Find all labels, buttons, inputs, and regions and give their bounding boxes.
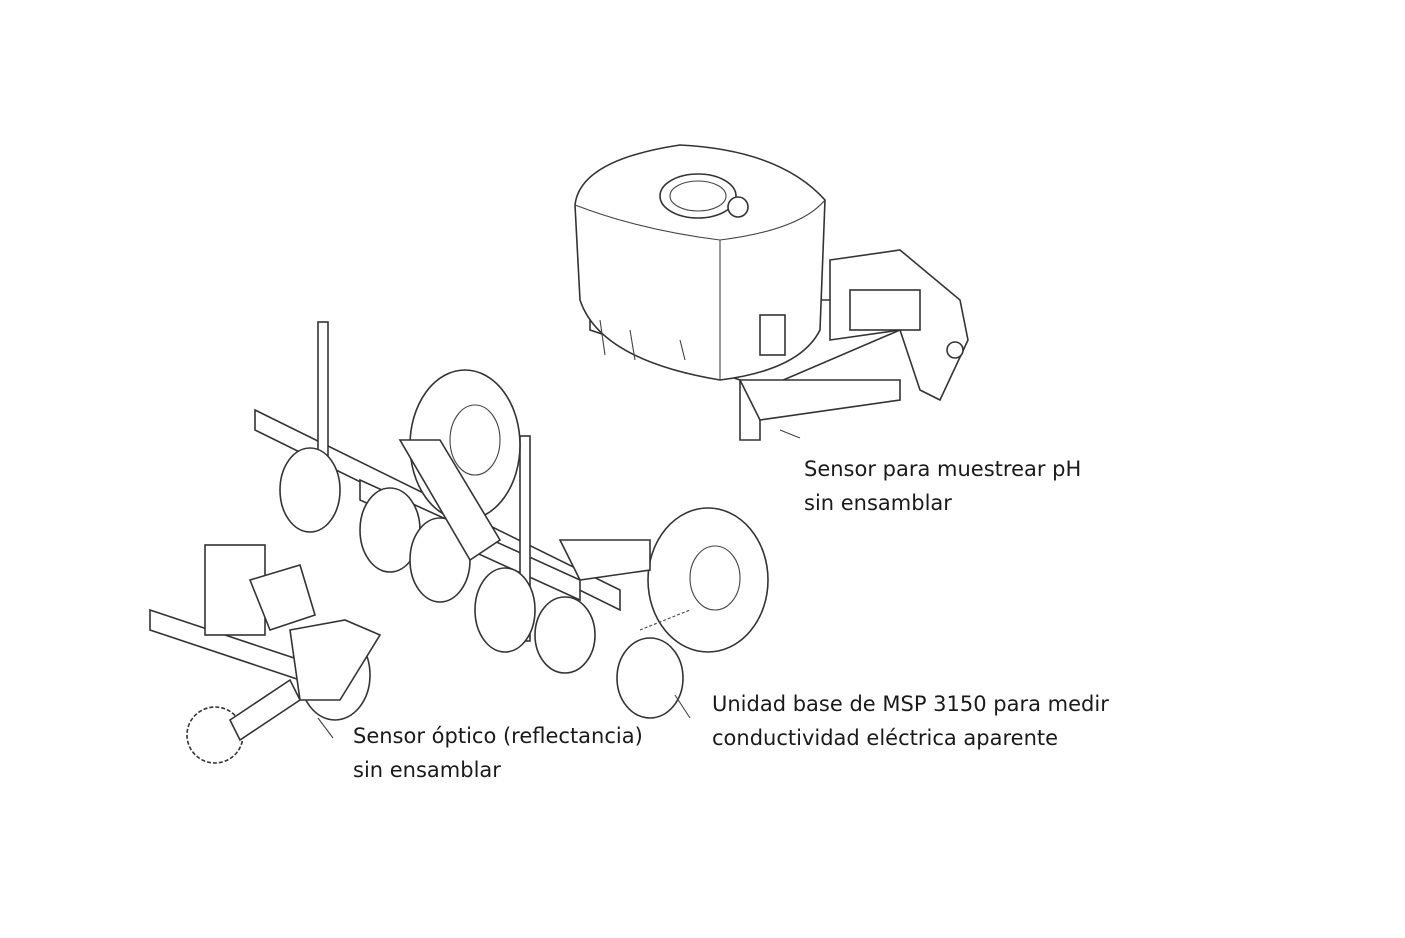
ph-sensor-label-line1: Sensor para muestrear pH bbox=[804, 457, 1082, 481]
ph-sensor-label-line2: sin ensamblar bbox=[804, 491, 952, 515]
optical-sensor-drawing bbox=[149, 544, 382, 764]
msp-base-label-line2: conductividad eléctrica aparente bbox=[712, 726, 1059, 750]
msp-base-label-line1: Unidad base de MSP 3150 para medir bbox=[712, 692, 1109, 716]
msp-base-unit-drawing bbox=[254, 321, 769, 719]
optical-sensor-label-line2: sin ensamblar bbox=[353, 758, 501, 782]
ph-sampler-drawing bbox=[574, 144, 969, 441]
msp-base-label: Unidad base de MSP 3150 para medir condu… bbox=[712, 687, 1109, 755]
ph-sensor-label: Sensor para muestrear pH sin ensamblar bbox=[804, 452, 1081, 520]
optical-sensor-label-line1: Sensor óptico (reflectancia) bbox=[353, 724, 643, 748]
optical-sensor-label: Sensor óptico (reflectancia) sin ensambl… bbox=[353, 719, 643, 787]
